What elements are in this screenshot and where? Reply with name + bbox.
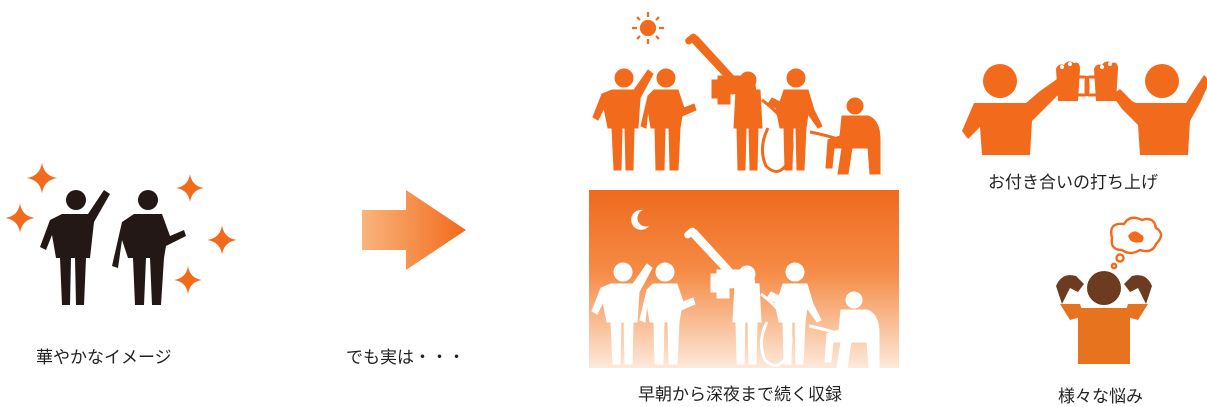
beer-mug-icon <box>1056 61 1090 101</box>
drinking-caption: お付き合いの打ち上げ <box>988 173 1158 193</box>
glamorous-caption: 華やかなイメージ <box>36 348 172 368</box>
sparkle-icon <box>5 203 35 233</box>
beer-mug-icon <box>1084 61 1118 101</box>
arrow-right-icon <box>362 190 466 270</box>
film-crew-icon <box>591 31 882 176</box>
thought-bubble-icon <box>1110 216 1163 270</box>
recording-caption: 早朝から深夜まで続く収録 <box>638 385 842 405</box>
drinking-scene <box>960 55 1207 160</box>
sparkle-icon <box>26 162 58 194</box>
but-actually-caption: でも実は・・・ <box>346 348 465 368</box>
worried-person-icon <box>1056 271 1152 364</box>
person-toasting-icon <box>962 64 1066 155</box>
film-crew-icon <box>590 225 881 368</box>
glamorous-figures <box>5 162 237 305</box>
sun-icon <box>632 12 664 44</box>
person-pointing-icon <box>40 190 110 305</box>
sparkle-icon <box>207 225 237 255</box>
person-cheering-icon <box>1112 64 1207 155</box>
worries-caption: 様々な悩み <box>1058 387 1143 407</box>
glamorous-image-group <box>0 150 260 320</box>
person-standing-icon <box>112 190 186 305</box>
day-shoot-scene <box>590 8 900 180</box>
night-shoot-panel <box>589 190 899 368</box>
sparkle-icon <box>174 266 202 294</box>
sparkle-icon <box>176 174 204 202</box>
worries-scene <box>1050 212 1170 372</box>
transition-arrow <box>362 190 472 270</box>
moon-icon <box>631 209 649 230</box>
